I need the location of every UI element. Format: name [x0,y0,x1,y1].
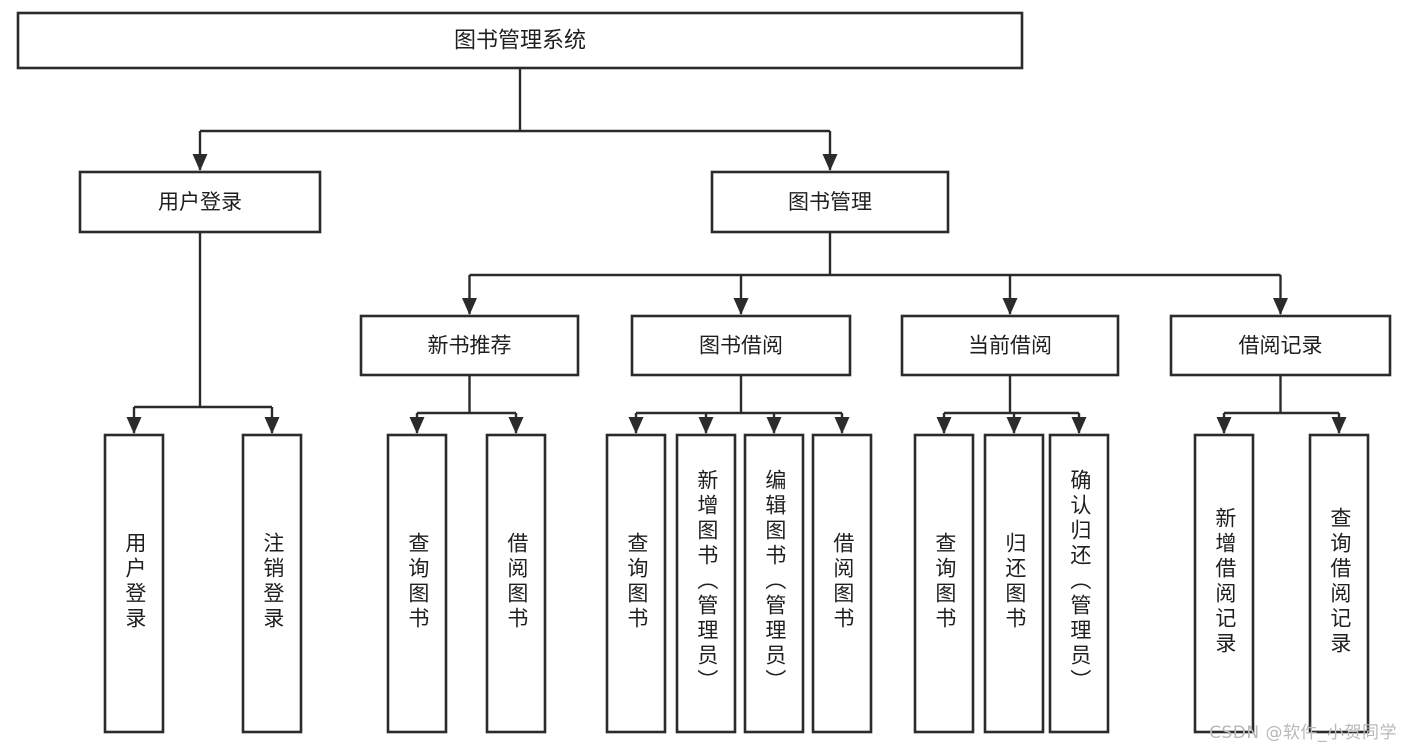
node-level2-用户登录[interactable]: 用户登录 [78,170,322,234]
arrow-head-icon [834,417,850,434]
arrow-head-icon [698,417,714,434]
arrow-head-icon [1002,298,1018,315]
node-leaf-借阅图书[interactable] [485,433,547,734]
node-leaf-注销登录[interactable] [241,433,303,734]
arrow-head-icon [733,298,749,315]
node-level3-图书借阅[interactable]: 图书借阅 [630,314,852,377]
node-label: 图书管理系统 [454,29,586,54]
csdn-watermark: CSDN @软件_小贺同学 [1209,723,1397,743]
arrow-head-icon [1006,417,1022,434]
node-leaf-查询图书[interactable] [913,433,975,734]
node-leaf-查询借阅记录[interactable] [1308,433,1370,734]
node-leaf-查询图书[interactable] [386,433,448,734]
arrow-head-icon [462,298,477,315]
node-label: 当前借阅 [968,334,1052,358]
node-level2-图书管理[interactable]: 图书管理 [710,170,950,234]
arrow-head-icon [1273,298,1288,315]
arrow-head-icon [1071,417,1087,434]
node-label: 图书借阅 [699,334,783,358]
connectors-layer [126,68,1347,434]
node-label: 图书管理 [788,190,872,214]
node-leaf-确认归还管理员[interactable] [1048,433,1110,734]
arrow-head-icon [126,417,142,434]
arrow-head-icon [628,417,644,434]
node-leaf-编辑图书管理员[interactable] [743,433,805,734]
node-level3-当前借阅[interactable]: 当前借阅 [900,314,1120,377]
arrow-head-icon [1331,417,1347,434]
node-leaf-用户登录[interactable] [103,433,165,734]
node-level3-借阅记录[interactable]: 借阅记录 [1169,314,1392,377]
arrow-head-icon [409,417,425,434]
node-leaf-归还图书[interactable] [983,433,1045,734]
arrow-head-icon [192,154,208,171]
arrow-head-icon [1216,417,1232,434]
node-label: 借阅记录 [1239,334,1323,358]
node-leaf-查询图书[interactable] [605,433,667,734]
node-label: 用户登录 [158,190,242,214]
arrow-head-icon [264,417,280,434]
node-level3-新书推荐[interactable]: 新书推荐 [359,314,580,377]
node-label: 新书推荐 [428,334,512,358]
node-leaf-新增借阅记录[interactable] [1193,433,1255,734]
arrow-head-icon [508,417,524,434]
node-leaf-借阅图书[interactable] [811,433,873,734]
node-root-图书管理系统[interactable]: 图书管理系统 [16,11,1024,70]
arrow-head-icon [936,417,952,434]
arrow-head-icon [822,154,838,171]
node-leaf-新增图书管理员[interactable] [675,433,737,734]
arrow-head-icon [766,417,782,434]
